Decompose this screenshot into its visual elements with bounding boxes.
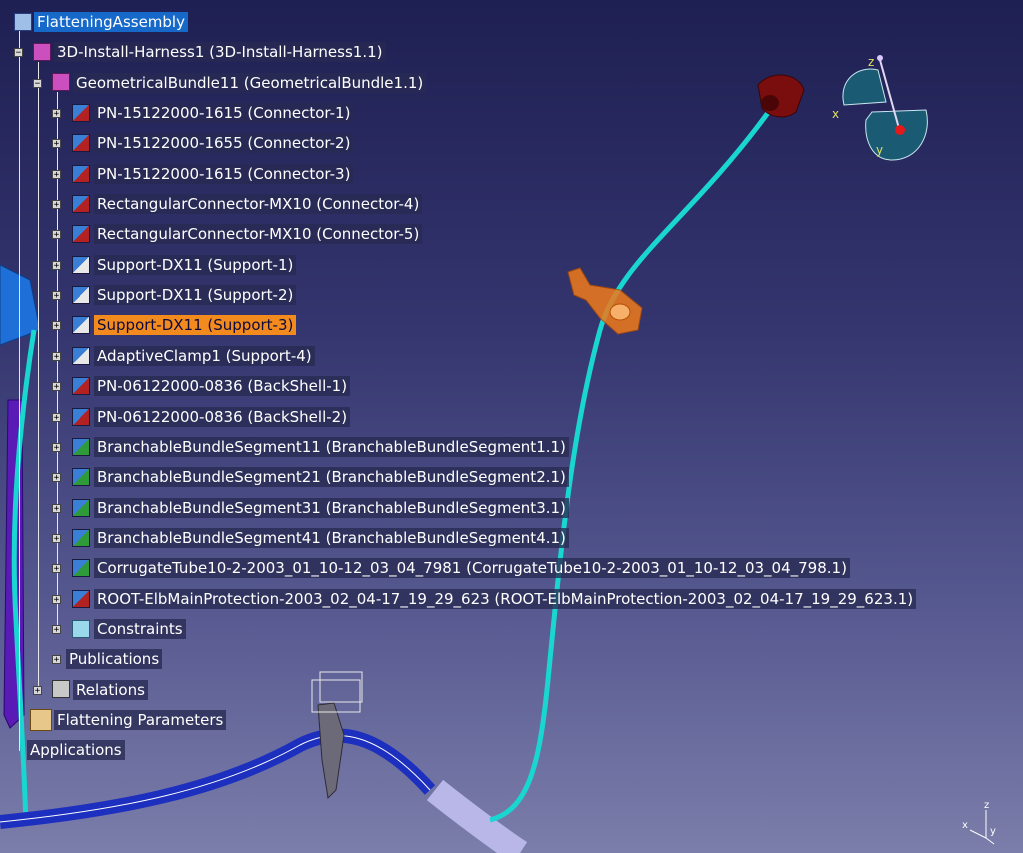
relations-icon (52, 680, 70, 698)
connector-icon (72, 225, 90, 243)
tree-child-label[interactable]: PN-15122000-1615 (Connector-3) (94, 164, 354, 184)
expand-constraints-icon[interactable]: + (52, 625, 61, 635)
tree-child-label[interactable]: PN-15122000-1615 (Connector-1) (94, 103, 354, 123)
connector-icon (72, 104, 90, 122)
tree-child-label[interactable]: ROOT-ElbMainProtection-2003_02_04-17_19_… (94, 589, 917, 609)
expand-child-icon[interactable]: + (52, 109, 61, 119)
tree-child-label[interactable]: Support-DX11 (Support-1) (94, 255, 297, 275)
expand-child-icon[interactable]: + (52, 261, 61, 271)
connector-icon (72, 165, 90, 183)
connector-icon (72, 134, 90, 152)
compass-x-label: x (832, 107, 839, 121)
tree-child-label[interactable]: BranchableBundleSegment41 (BranchableBun… (94, 528, 569, 548)
tree-relations-label[interactable]: Relations (73, 680, 148, 700)
bundle-segment-icon (72, 499, 90, 517)
bundle-segment-icon (72, 438, 90, 456)
expand-child-icon[interactable]: + (52, 170, 61, 180)
tree-child-label[interactable]: BranchableBundleSegment31 (BranchableBun… (94, 498, 569, 518)
tree-child-label[interactable]: PN-15122000-1655 (Connector-2) (94, 133, 354, 153)
corrugate-tube-icon (72, 559, 90, 577)
triad-x-label: x (962, 820, 968, 831)
expand-child-icon[interactable]: + (52, 564, 61, 574)
flattening-parameters-icon (30, 709, 52, 731)
tree-constraints-label[interactable]: Constraints (94, 619, 186, 639)
backshell-icon (72, 408, 90, 426)
tree-child-label[interactable]: PN-06122000-0836 (BackShell-2) (94, 407, 351, 427)
tree-child-label[interactable]: CorrugateTube10-2-2003_01_10-12_03_04_79… (94, 558, 850, 578)
compass-widget[interactable]: z x y (828, 50, 940, 166)
support-icon (72, 316, 90, 334)
expand-child-icon[interactable]: + (52, 413, 61, 423)
expand-relations-icon[interactable]: + (33, 686, 42, 696)
expand-child-icon[interactable]: + (52, 382, 61, 392)
triad-y-label: y (990, 826, 996, 837)
support-icon (72, 256, 90, 274)
corrugate-tube[interactable] (426, 779, 528, 853)
compass-y-label: y (876, 143, 883, 157)
connector-red[interactable] (757, 74, 805, 118)
expand-child-icon[interactable]: + (52, 291, 61, 301)
expand-publications-icon[interactable]: + (52, 655, 61, 665)
tree-child-label[interactable]: BranchableBundleSegment21 (BranchableBun… (94, 467, 569, 487)
protection-icon (72, 590, 90, 608)
harness-left-branch[interactable] (11, 329, 37, 826)
support-3-part[interactable] (567, 267, 643, 335)
expand-child-icon[interactable]: + (52, 595, 61, 605)
backshell-icon (72, 377, 90, 395)
tree-child-label[interactable]: AdaptiveClamp1 (Support-4) (94, 346, 315, 366)
triad-z-label: z (984, 800, 989, 811)
tree-child-label[interactable]: RectangularConnector-MX10 (Connector-5) (94, 224, 423, 244)
expand-child-icon[interactable]: + (52, 443, 61, 453)
harness-main-branch[interactable] (489, 108, 773, 823)
collapse-bundle-icon[interactable]: − (33, 79, 42, 89)
tree-flattening-parameters-label[interactable]: Flattening Parameters (54, 710, 227, 730)
tree-line-root (19, 31, 20, 751)
bundle-segment-icon (72, 468, 90, 486)
support-icon (72, 347, 90, 365)
expand-child-icon[interactable]: + (52, 139, 61, 149)
expand-child-icon[interactable]: + (52, 352, 61, 362)
compass-z-label: z (868, 55, 874, 69)
tree-bundle-label[interactable]: GeometricalBundle11 (GeometricalBundle1.… (73, 73, 427, 93)
tree-line-bundle (57, 92, 58, 632)
constraints-icon (72, 620, 90, 638)
tree-child-label[interactable]: RectangularConnector-MX10 (Connector-4) (94, 194, 423, 214)
geometrical-bundle-icon (52, 73, 70, 91)
tree-child-label[interactable]: PN-06122000-0836 (BackShell-1) (94, 376, 351, 396)
tree-publications-label[interactable]: Publications (66, 649, 163, 669)
expand-child-icon[interactable]: + (52, 504, 61, 514)
expand-child-icon[interactable]: + (52, 534, 61, 544)
expand-child-icon[interactable]: + (52, 200, 61, 210)
product-icon (14, 13, 32, 31)
support-icon (72, 286, 90, 304)
tree-child-label[interactable]: Support-DX11 (Support-2) (94, 285, 297, 305)
bundle-segment-icon (72, 529, 90, 547)
tree-child-label[interactable]: BranchableBundleSegment11 (BranchableBun… (94, 437, 569, 457)
expand-child-icon[interactable]: + (52, 473, 61, 483)
adaptive-clamp-part[interactable] (311, 671, 363, 800)
collapse-install-icon[interactable]: − (14, 48, 23, 58)
tree-install-label[interactable]: 3D-Install-Harness1 (3D-Install-Harness1… (54, 42, 386, 62)
tree-applications-label[interactable]: Applications (27, 740, 125, 760)
blue-support-block[interactable] (0, 264, 41, 346)
tree-line-install (38, 62, 39, 692)
harness-icon (33, 43, 51, 61)
tree-child-label[interactable]: Support-DX11 (Support-3) (94, 315, 297, 335)
tree-root-label[interactable]: FlatteningAssembly (34, 12, 188, 32)
axis-triad: z x y (962, 800, 996, 845)
connector-icon (72, 195, 90, 213)
expand-child-icon[interactable]: + (52, 321, 61, 331)
expand-child-icon[interactable]: + (52, 230, 61, 240)
